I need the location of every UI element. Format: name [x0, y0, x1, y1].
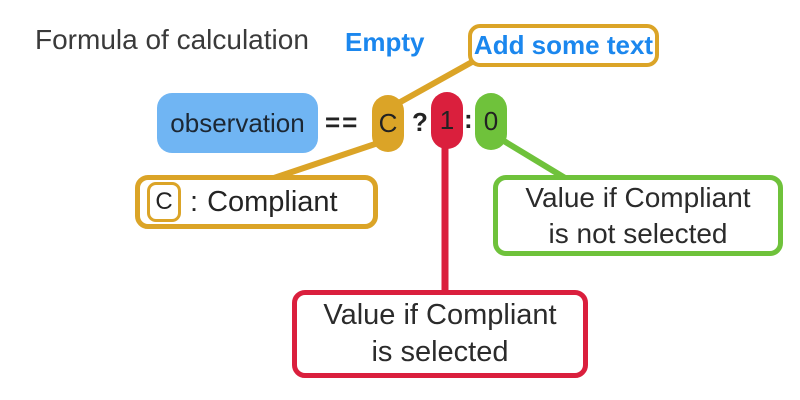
add-text-hint-box[interactable]: Add some text [468, 24, 659, 67]
condition-value-label: C [378, 108, 398, 138]
connector-condition-to-hint [392, 59, 475, 108]
selected-note-box: Value if Compliant is selected [292, 290, 588, 378]
connector-false-value-to-note [496, 135, 568, 181]
true-value-label: 1 [439, 105, 455, 135]
true-value-pill[interactable]: 1 [431, 92, 463, 149]
page-title: Formula of calculation [35, 24, 309, 55]
connector-condition-to-legend [265, 135, 396, 183]
not-selected-note-line2: is not selected [548, 217, 728, 249]
ternary-question-operator: ? [412, 107, 428, 137]
status-empty-label: Empty [345, 27, 425, 57]
observation-field[interactable]: observation [157, 93, 318, 153]
condition-value-pill[interactable]: C [372, 95, 404, 152]
not-selected-note-box: Value if Compliant is not selected [493, 175, 783, 256]
equality-operator: == [325, 107, 360, 137]
selected-note-line2: is selected [371, 336, 509, 368]
add-text-hint-label: Add some text [473, 30, 654, 60]
ternary-colon-operator: : [464, 104, 473, 134]
condition-separator: : [190, 185, 199, 218]
false-value-pill[interactable]: 0 [475, 93, 507, 150]
not-selected-note-line1: Value if Compliant [525, 181, 751, 213]
false-value-label: 0 [483, 106, 499, 136]
selected-note-line1: Value if Compliant [323, 298, 557, 331]
condition-label: Compliant [207, 185, 338, 218]
condition-legend-box: C : Compliant [135, 175, 378, 229]
condition-badge: C [147, 182, 181, 222]
observation-field-label: observation [170, 107, 305, 138]
